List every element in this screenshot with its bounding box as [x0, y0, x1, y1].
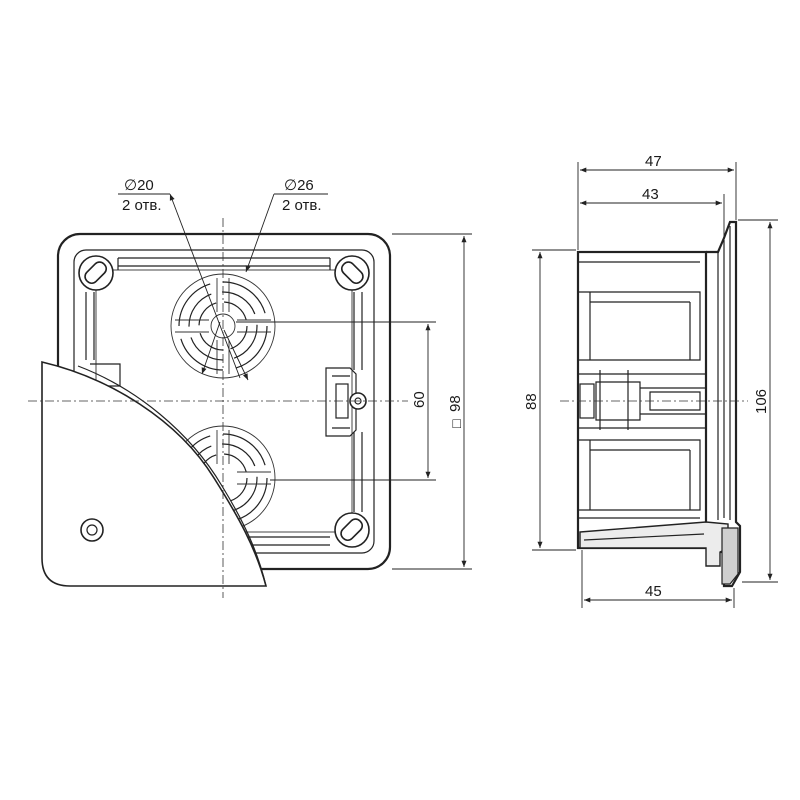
- hole-large-diameter-label: ∅26: [284, 177, 314, 194]
- side-depth-total-label: 47: [645, 153, 662, 170]
- side-bottom-lip: [579, 521, 729, 567]
- hole-small-diameter-label: ∅20: [124, 177, 154, 194]
- side-latch: [325, 367, 367, 437]
- bottom-rib: [248, 536, 330, 546]
- side-depth-body-label: 43: [642, 186, 659, 203]
- box-size-label: 98: [447, 395, 464, 412]
- cover-flap-edge: [77, 365, 267, 587]
- corner-slot-bottom-right: [334, 512, 370, 548]
- side-depth-bottom-label: 45: [645, 583, 662, 600]
- side-body: [576, 250, 708, 550]
- box-size-symbol: □: [448, 419, 464, 428]
- cover-flap: [41, 360, 268, 587]
- hole-small-count-label: 2 отв.: [122, 197, 162, 214]
- hole-spacing-label: 60: [411, 391, 428, 408]
- cover-screw-outer: [80, 518, 104, 542]
- right-rib: [353, 292, 363, 512]
- leader-hole-small: [169, 193, 241, 379]
- left-rib: [85, 292, 95, 360]
- side-flange-inner: [717, 226, 731, 520]
- side-compartment-top: [578, 261, 701, 361]
- top-rib: [117, 257, 331, 270]
- side-view: 47 43 88 106 45: [523, 153, 778, 608]
- corner-slot-top-left: [78, 255, 114, 291]
- hole-large-count-label: 2 отв.: [282, 197, 322, 214]
- leader-hole-small-arrow: [201, 321, 221, 375]
- leader-hole-large-arrow: [223, 329, 249, 381]
- corner-slot-top-right: [334, 255, 370, 291]
- front-view: ∅20 2 отв. ∅26 2 отв. 60 98 □: [28, 177, 472, 598]
- side-mechanism: [578, 370, 706, 430]
- side-lip-hatch: [721, 527, 739, 585]
- side-compartment-bottom: [578, 439, 701, 519]
- leader-hole-large: [245, 193, 275, 273]
- side-height-flange-label: 106: [753, 389, 770, 414]
- side-height-body-label: 88: [523, 393, 540, 410]
- cover-screw-inner: [86, 524, 98, 536]
